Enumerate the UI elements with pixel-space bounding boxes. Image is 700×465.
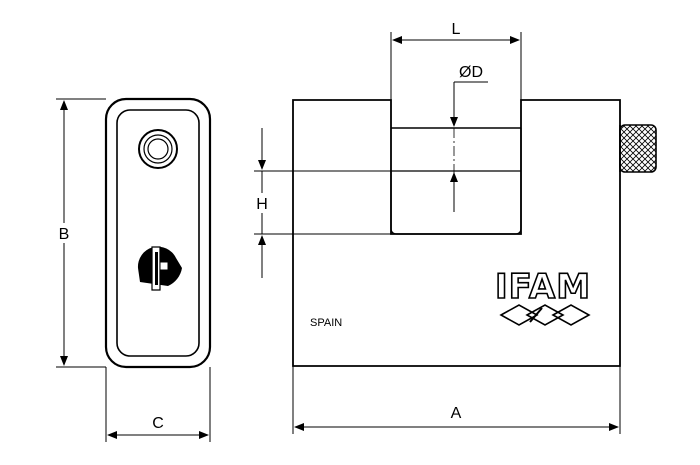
dimension-H: H: [251, 128, 391, 278]
dimension-D-label: ØD: [459, 64, 483, 81]
shackle-cavity: [390, 128, 522, 235]
side-view: [104, 97, 212, 369]
brand-logo-text: IFAM: [495, 267, 591, 307]
front-view: SPAIN IFAM: [292, 99, 657, 367]
dimension-L-label: L: [452, 21, 461, 38]
dimension-B-label: B: [59, 226, 70, 243]
dimension-D: ØD: [450, 64, 488, 212]
ifam-logo: IFAM: [494, 266, 591, 326]
dimension-C-label: C: [152, 415, 164, 432]
origin-label: SPAIN: [310, 317, 342, 329]
dimension-B: B: [54, 98, 106, 368]
side-view-outer-outline: [104, 97, 212, 369]
shackle-hole-icon: [138, 129, 178, 169]
dimension-L: L: [390, 21, 522, 100]
side-view-inner-outline: [116, 109, 200, 357]
dimension-A-label: A: [451, 405, 462, 422]
keyway-icon: [137, 246, 182, 291]
dimension-A: A: [292, 366, 621, 434]
knurled-cylinder-icon: [619, 124, 657, 173]
brand-emblem-icon: [499, 304, 591, 326]
dimension-C: C: [105, 367, 211, 442]
dimension-H-label: H: [256, 196, 268, 213]
